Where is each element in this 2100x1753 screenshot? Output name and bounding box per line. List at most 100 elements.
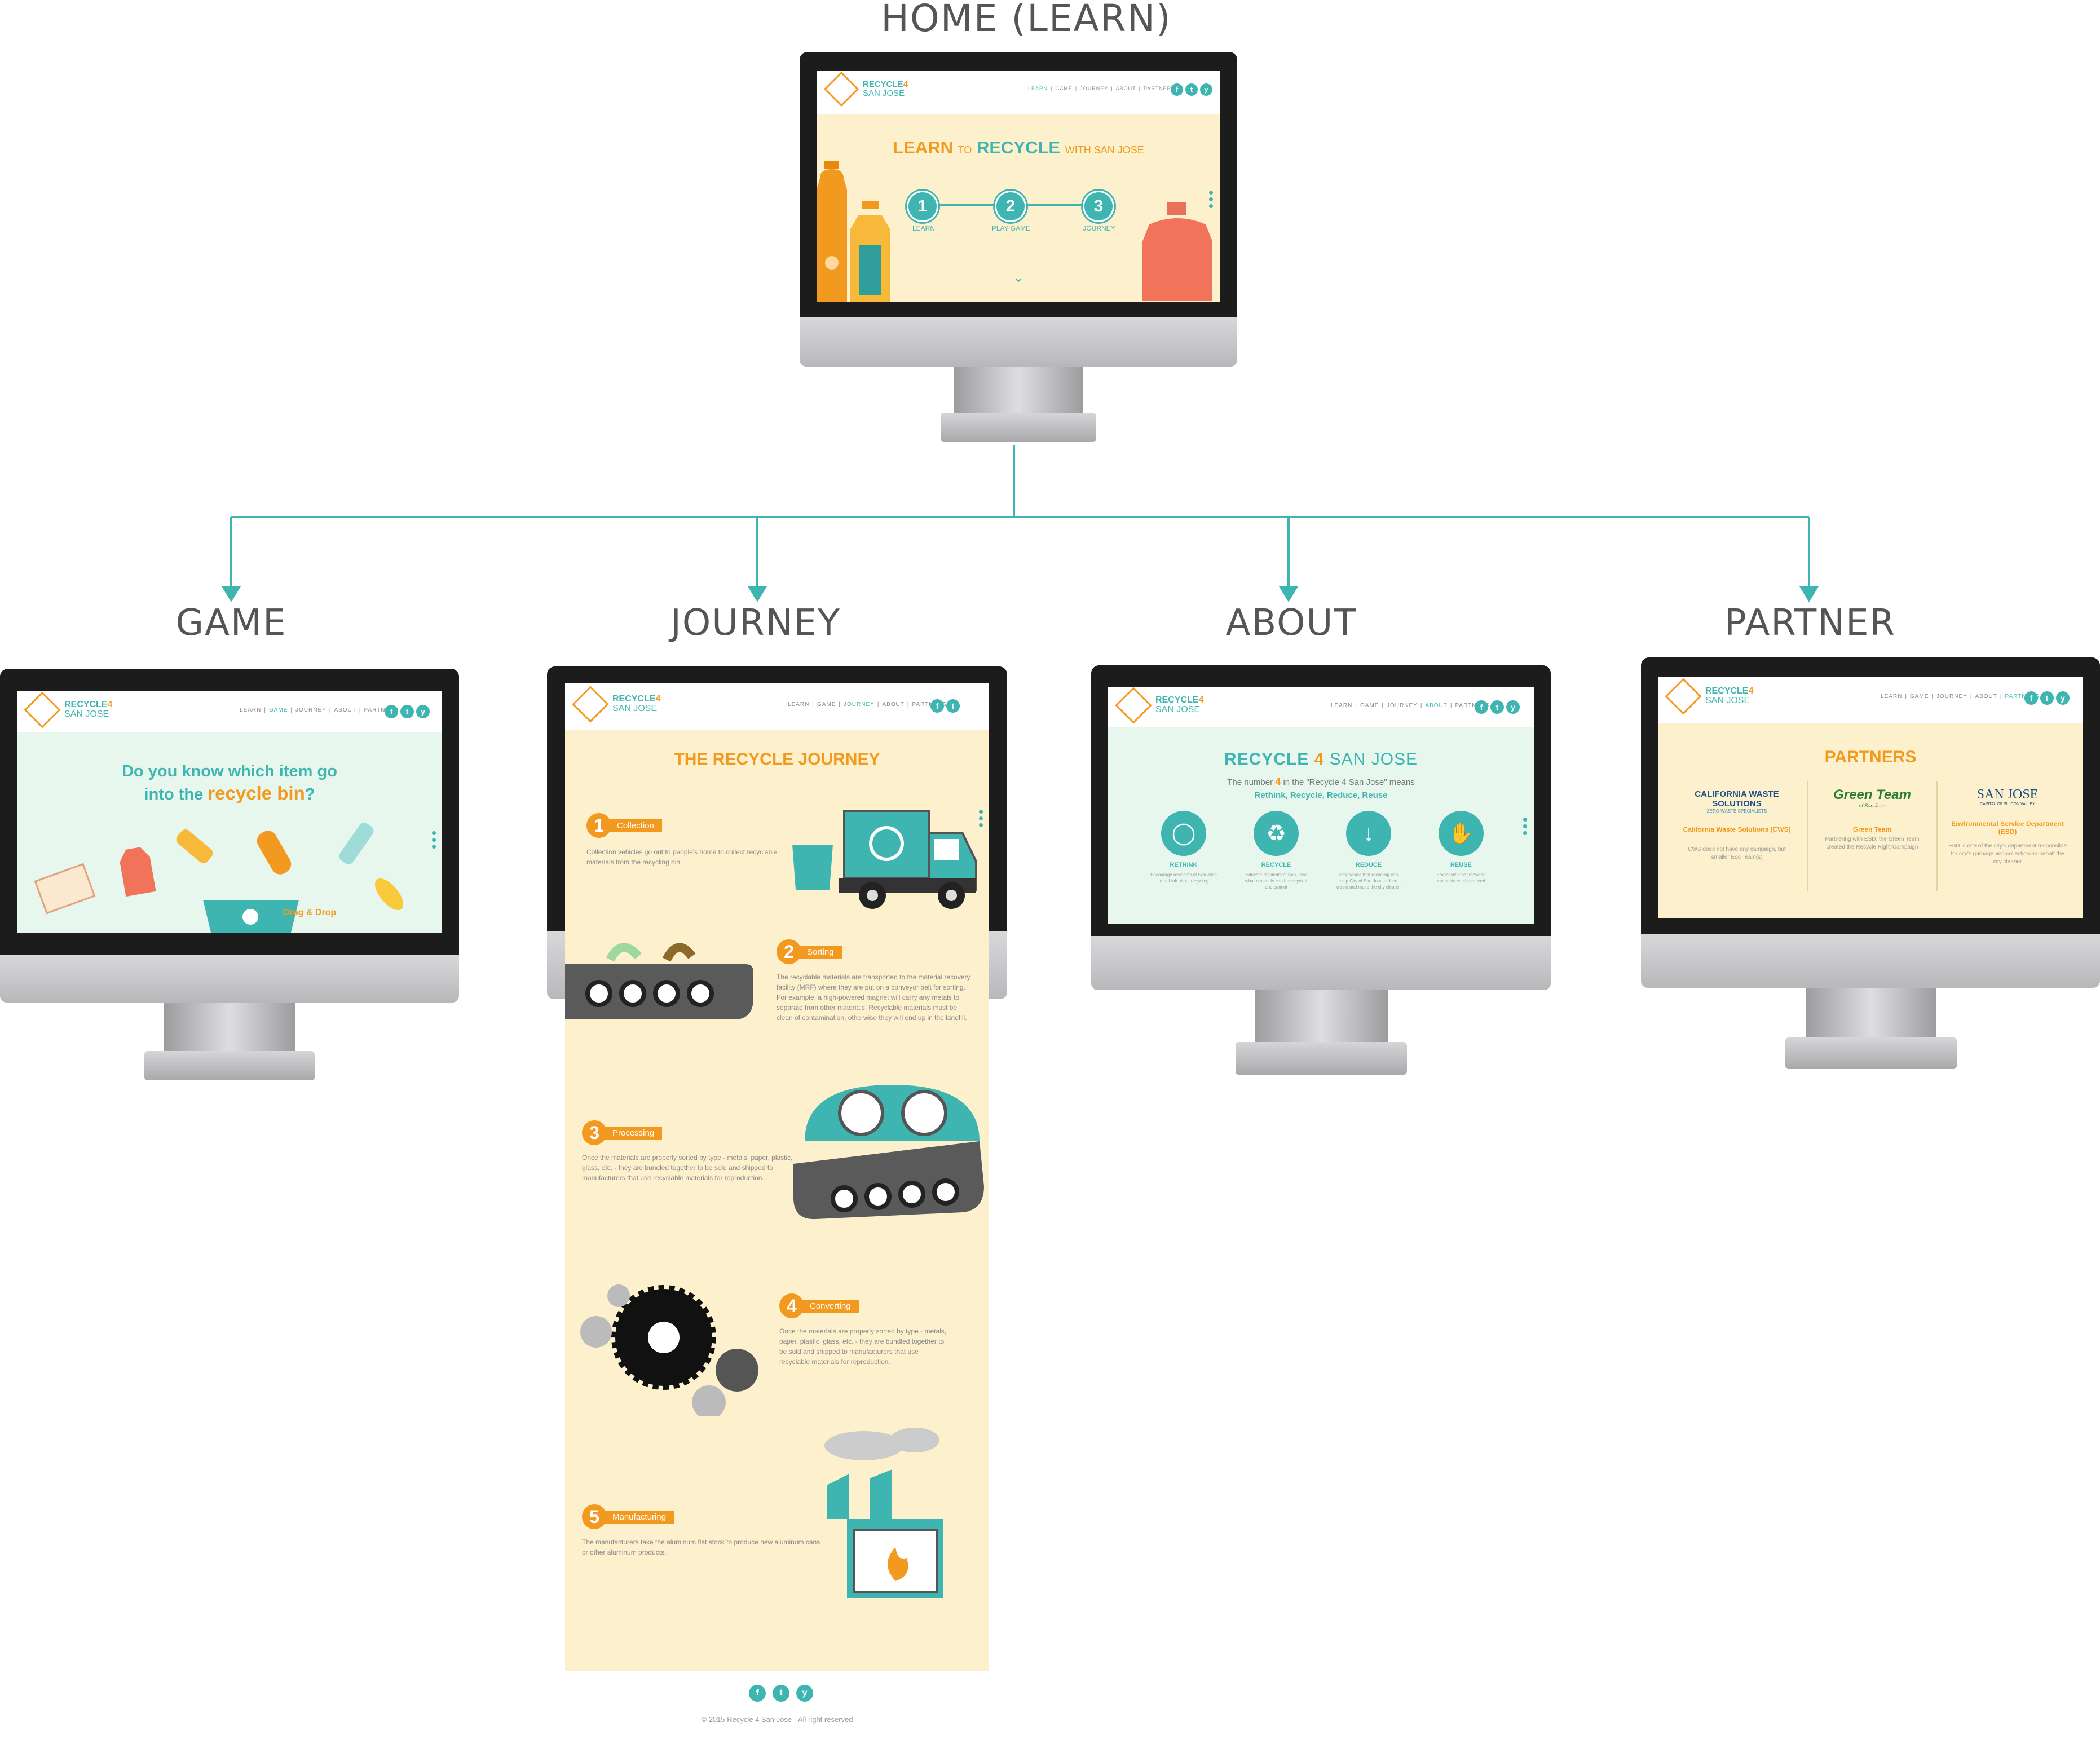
facebook-icon[interactable]: f [749, 1685, 766, 1702]
nav-partners[interactable]: PARTNERS [364, 707, 399, 713]
twitter-icon[interactable]: t [946, 699, 960, 713]
youtube-icon[interactable]: y [2056, 691, 2070, 705]
facebook-icon[interactable]: f [385, 705, 398, 718]
rethink-text: Encourage residents of San Jose to rethi… [1150, 872, 1217, 884]
nav-partners[interactable]: PARTNERS [1455, 703, 1490, 709]
cws-description: CWS does not have any campaign, but smal… [1688, 846, 1786, 860]
social-links: f t y [385, 705, 430, 718]
journey-step-2-text: The recyclable materials are transported… [777, 973, 970, 1022]
nav-game[interactable]: GAME [817, 701, 836, 708]
main-nav: LEARN|GAME|JOURNEY|ABOUT|PARTNERS [1881, 694, 2040, 700]
step-3-circle[interactable]: 3 [1083, 191, 1114, 222]
journey-step-4-text: Once the materials are properly sorted b… [779, 1327, 947, 1366]
nav-learn[interactable]: LEARN [240, 707, 262, 713]
twitter-icon[interactable]: t [1490, 700, 1504, 714]
cws-logo[interactable]: CALIFORNIA WASTE SOLUTIONS ZERO WASTE SP… [1695, 789, 1779, 814]
home-title: LEARN TO RECYCLE WITH SAN JOSE [893, 138, 1144, 157]
page-dots[interactable] [1209, 191, 1213, 208]
nav-journey[interactable]: JOURNEY [1080, 86, 1109, 91]
copyright-text: © 2015 Recycle 4 San Jose - All right re… [701, 1715, 853, 1724]
esd-description: ESD is one of the city's department resp… [1948, 843, 2067, 865]
main-nav: LEARN|GAME|JOURNEY|ABOUT|PARTNERS [1331, 703, 1490, 709]
nav-game[interactable]: GAME [1909, 694, 1929, 700]
nav-game[interactable]: GAME [1055, 86, 1073, 91]
twitter-icon[interactable]: t [1185, 83, 1198, 96]
recycle-text: Educate residents of San Jose what mater… [1245, 872, 1307, 890]
nav-partners[interactable]: PARTNERS [912, 701, 947, 708]
nav-journey[interactable]: JOURNEY [1936, 694, 1967, 700]
facebook-icon[interactable]: f [930, 699, 944, 713]
section-title-home: HOME (LEARN) [881, 0, 1172, 40]
facebook-icon[interactable]: f [2024, 691, 2038, 705]
youtube-icon[interactable]: y [1200, 83, 1212, 96]
social-links: f t y [1475, 700, 1520, 714]
main-nav: LEARN|GAME|JOURNEY|ABOUT|PARTNERS [788, 701, 947, 708]
nav-partners[interactable]: PARTNERS [2005, 694, 2040, 700]
journey-title: THE RECYCLE JOURNEY [674, 750, 880, 769]
youtube-icon[interactable]: y [416, 705, 430, 718]
rethink-lightbulb-icon: ◯ [1161, 811, 1206, 856]
footer-social-links: f t y [749, 1685, 813, 1702]
page-dots[interactable] [1523, 818, 1527, 835]
twitter-icon[interactable]: t [773, 1685, 789, 1702]
journey-step-1-text: Collection vehicles go out to people's h… [586, 848, 778, 866]
page-dots[interactable] [432, 831, 436, 849]
nav-game[interactable]: GAME [268, 707, 288, 713]
main-nav: LEARN|GAME|JOURNEY|ABOUT|PARTNERS [1028, 86, 1176, 91]
recycle-label: RECYCLE [1261, 862, 1291, 868]
nav-learn[interactable]: LEARN [1028, 86, 1048, 91]
scroll-down-icon[interactable]: ⌄ [1012, 268, 1025, 285]
about-subtitle: The number 4 in the "Recycle 4 San Jose"… [1227, 776, 1415, 787]
nav-learn[interactable]: LEARN [1881, 694, 1903, 700]
social-links: f t y [1171, 83, 1212, 96]
nav-about[interactable]: ABOUT [1425, 703, 1448, 709]
twitter-icon[interactable]: t [400, 705, 414, 718]
facebook-icon[interactable]: f [1475, 700, 1488, 714]
green-team-logo[interactable]: Green Team of San Jose [1833, 787, 1911, 809]
nav-about[interactable]: ABOUT [1115, 86, 1136, 91]
nav-journey[interactable]: JOURNEY [1387, 703, 1418, 709]
nav-about[interactable]: ABOUT [334, 707, 356, 713]
nav-about[interactable]: ABOUT [882, 701, 905, 708]
recycle-icon: ♻ [1254, 811, 1299, 856]
youtube-icon[interactable]: y [796, 1685, 813, 1702]
section-title-about: ABOUT [1225, 602, 1357, 644]
nav-journey[interactable]: JOURNEY [844, 701, 875, 708]
nav-partners[interactable]: PARTNERS [1143, 86, 1176, 91]
detergent-illustration [1142, 202, 1212, 301]
partner-divider [1936, 781, 1938, 891]
nav-learn[interactable]: LEARN [788, 701, 810, 708]
facebook-icon[interactable]: f [1171, 83, 1183, 96]
nav-journey[interactable]: JOURNEY [295, 707, 327, 713]
nav-game[interactable]: GAME [1360, 703, 1379, 709]
san-jose-logo[interactable]: SAN JOSE CAPITAL OF SILICON VALLEY [1977, 787, 2039, 806]
rethink-label: RETHINK [1170, 862, 1198, 868]
partner-divider [1807, 781, 1808, 891]
journey-step-3-text: Once the materials are properly sorted b… [582, 1154, 793, 1182]
step-1-circle[interactable]: 1 [907, 191, 938, 222]
partners-title: PARTNERS [1824, 748, 1917, 766]
social-links: f t y [2024, 691, 2070, 705]
twitter-icon[interactable]: t [2040, 691, 2054, 705]
nav-about[interactable]: ABOUT [1975, 694, 1997, 700]
step-2-circle[interactable]: 2 [995, 191, 1026, 222]
youtube-icon[interactable]: y [1506, 700, 1520, 714]
page-dots[interactable] [979, 810, 983, 827]
section-title-journey: JOURNEY [670, 602, 841, 644]
nav-learn[interactable]: LEARN [1331, 703, 1353, 709]
green-team-name: Green Team [1852, 825, 1892, 833]
step-3-label: JOURNEY [1083, 224, 1115, 232]
gears-illustration [580, 1284, 758, 1416]
